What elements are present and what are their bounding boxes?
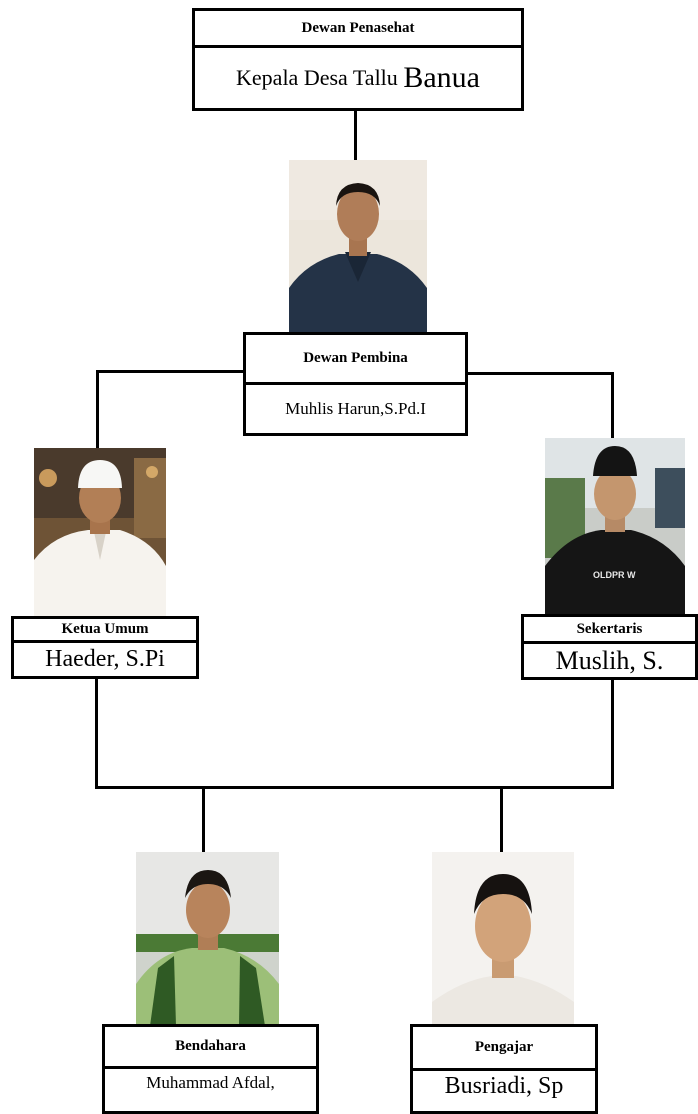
connector-patron-to-right	[466, 372, 614, 375]
teacher-name: Busriadi, Sp	[444, 1073, 564, 1099]
teacher-box: Pengajar Busriadi, Sp	[410, 1024, 598, 1114]
treasurer-name: Muhammad Afdal,	[146, 1073, 275, 1092]
patron-box: Dewan Pembina Muhlis Harun,S.Pd.I	[243, 332, 468, 436]
connector-to-treasurer	[202, 786, 205, 852]
connector-bottom-bar	[95, 786, 614, 789]
connector-chairman-down	[95, 678, 98, 788]
advisor-name-prefix: Kepala Desa Tallu	[236, 65, 404, 90]
treasurer-box: Bendahara Muhammad Afdal,	[102, 1024, 319, 1114]
treasurer-photo	[136, 852, 279, 1026]
teacher-title: Pengajar	[413, 1027, 595, 1071]
advisor-name-emphasis: Banua	[403, 61, 480, 94]
chairman-photo	[34, 448, 166, 616]
patron-title: Dewan Pembina	[246, 335, 465, 385]
treasurer-title: Bendahara	[105, 1027, 316, 1069]
advisor-name: Kepala Desa Tallu Banua	[195, 48, 521, 108]
secretary-name: Muslih, S.	[555, 645, 664, 675]
chairman-box: Ketua Umum Haeder, S.Pi	[11, 616, 199, 679]
patron-name: Muhlis Harun,S.Pd.I	[285, 399, 426, 418]
secretary-title: Sekertaris	[524, 617, 695, 644]
connector-secretary-down	[611, 678, 614, 788]
connector-left-down	[96, 370, 99, 448]
patron-photo	[289, 160, 427, 332]
chairman-name: Haeder, S.Pi	[45, 646, 165, 672]
secretary-photo: OLDPR W	[545, 438, 685, 614]
chairman-title: Ketua Umum	[14, 619, 196, 643]
secretary-shirt-print: OLDPR W	[593, 570, 636, 580]
connector-to-teacher	[500, 786, 503, 852]
advisor-box: Dewan Penasehat Kepala Desa Tallu Banua	[192, 8, 524, 111]
secretary-box: Sekertaris Muslih, S.	[521, 614, 698, 680]
connector-advisor-to-patron	[354, 110, 357, 160]
connector-patron-to-left	[96, 370, 244, 373]
connector-right-down	[611, 372, 614, 438]
teacher-photo	[432, 852, 574, 1024]
advisor-title: Dewan Penasehat	[195, 11, 521, 48]
